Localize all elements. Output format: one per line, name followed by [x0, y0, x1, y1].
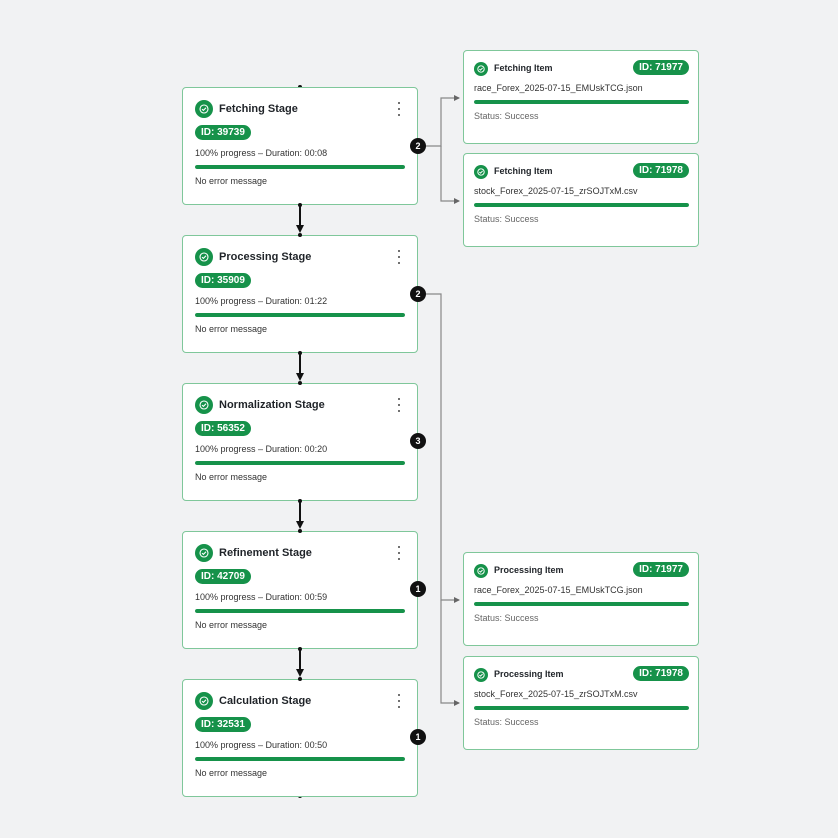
- progress-bar: [195, 757, 405, 761]
- check-circle-icon: [195, 692, 213, 710]
- item-count-badge[interactable]: 1: [410, 729, 426, 745]
- progress-fill: [474, 706, 689, 710]
- stage-title: Normalization Stage: [219, 399, 325, 411]
- item-filename: stock_Forex_2025-07-15_zrSOJTxM.csv: [474, 689, 638, 699]
- progress-fill: [195, 165, 405, 169]
- item-count-badge[interactable]: 2: [410, 286, 426, 302]
- progress-bar: [474, 100, 689, 104]
- stage-error-text: No error message: [195, 620, 268, 630]
- kebab-menu-icon[interactable]: [395, 102, 403, 116]
- item-filename: race_Forex_2025-07-15_EMUskTCG.json: [474, 585, 643, 595]
- item-title: Fetching Item: [494, 166, 553, 176]
- progress-fill: [195, 757, 405, 761]
- check-circle-icon: [474, 668, 488, 682]
- check-circle-icon: [195, 396, 213, 414]
- stage-port: [298, 529, 302, 533]
- stage-id-badge: ID: 56352: [195, 421, 251, 436]
- item-title: Processing Item: [494, 565, 564, 575]
- item-connector: [440, 600, 460, 706]
- item-title: Fetching Item: [494, 63, 553, 73]
- item-status: Status: Success: [474, 613, 539, 623]
- progress-fill: [474, 602, 689, 606]
- stage-card-refinement[interactable]: Refinement Stage ID: 42709 100% progress…: [182, 531, 418, 649]
- item-title: Processing Item: [494, 669, 564, 679]
- progress-fill: [195, 313, 405, 317]
- item-id-badge: ID: 71977: [633, 60, 689, 75]
- stage-card-processing[interactable]: Processing Stage ID: 35909 100% progress…: [182, 235, 418, 353]
- progress-bar: [195, 461, 405, 465]
- stage-port: [298, 677, 302, 681]
- stage-port: [298, 381, 302, 385]
- stage-error-text: No error message: [195, 324, 268, 334]
- stage-port: [298, 499, 302, 503]
- kebab-menu-icon[interactable]: [395, 250, 403, 264]
- stage-id-badge: ID: 35909: [195, 273, 251, 288]
- progress-bar: [474, 602, 689, 606]
- stage-title: Calculation Stage: [219, 695, 312, 707]
- progress-bar: [474, 706, 689, 710]
- progress-fill: [195, 461, 405, 465]
- progress-bar: [195, 165, 405, 169]
- item-connector: [440, 146, 460, 204]
- item-connector: [426, 293, 460, 603]
- stage-title: Refinement Stage: [219, 547, 312, 559]
- progress-fill: [195, 609, 405, 613]
- stage-id-badge: ID: 42709: [195, 569, 251, 584]
- stage-port: [298, 233, 302, 237]
- progress-fill: [474, 203, 689, 207]
- item-id-badge: ID: 71977: [633, 562, 689, 577]
- check-circle-icon: [474, 564, 488, 578]
- check-circle-icon: [195, 544, 213, 562]
- item-filename: race_Forex_2025-07-15_EMUskTCG.json: [474, 83, 643, 93]
- stage-title: Processing Stage: [219, 251, 312, 263]
- stage-card-fetching[interactable]: Fetching Stage ID: 39739 100% progress –…: [182, 87, 418, 205]
- item-count-badge[interactable]: 1: [410, 581, 426, 597]
- stage-id-badge: ID: 39739: [195, 125, 251, 140]
- kebab-menu-icon[interactable]: [395, 694, 403, 708]
- item-filename: stock_Forex_2025-07-15_zrSOJTxM.csv: [474, 186, 638, 196]
- item-card[interactable]: Processing Item ID: 71978 stock_Forex_20…: [463, 656, 699, 750]
- progress-bar: [195, 313, 405, 317]
- stage-error-text: No error message: [195, 768, 268, 778]
- stage-card-calculation[interactable]: Calculation Stage ID: 32531 100% progres…: [182, 679, 418, 797]
- stage-progress-text: 100% progress – Duration: 00:08: [195, 148, 328, 158]
- progress-bar: [474, 203, 689, 207]
- stage-progress-text: 100% progress – Duration: 01:22: [195, 296, 328, 306]
- stage-error-text: No error message: [195, 176, 268, 186]
- kebab-menu-icon[interactable]: [395, 398, 403, 412]
- item-card[interactable]: Fetching Item ID: 71977 race_Forex_2025-…: [463, 50, 699, 144]
- check-circle-icon: [474, 165, 488, 179]
- stage-error-text: No error message: [195, 472, 268, 482]
- item-card[interactable]: Fetching Item ID: 71978 stock_Forex_2025…: [463, 153, 699, 247]
- progress-fill: [474, 100, 689, 104]
- item-count-badge[interactable]: 2: [410, 138, 426, 154]
- stage-port: [298, 203, 302, 207]
- progress-bar: [195, 609, 405, 613]
- stage-port: [298, 647, 302, 651]
- stage-card-normalization[interactable]: Normalization Stage ID: 56352 100% progr…: [182, 383, 418, 501]
- stage-progress-text: 100% progress – Duration: 00:59: [195, 592, 328, 602]
- stage-title: Fetching Stage: [219, 103, 298, 115]
- stage-progress-text: 100% progress – Duration: 00:20: [195, 444, 328, 454]
- item-id-badge: ID: 71978: [633, 163, 689, 178]
- stage-id-badge: ID: 32531: [195, 717, 251, 732]
- item-count-badge[interactable]: 3: [410, 433, 426, 449]
- check-circle-icon: [195, 248, 213, 266]
- kebab-menu-icon[interactable]: [395, 546, 403, 560]
- item-status: Status: Success: [474, 214, 539, 224]
- stage-progress-text: 100% progress – Duration: 00:50: [195, 740, 328, 750]
- item-status: Status: Success: [474, 111, 539, 121]
- item-connector: [426, 95, 460, 147]
- check-circle-icon: [474, 62, 488, 76]
- check-circle-icon: [195, 100, 213, 118]
- stage-port: [298, 351, 302, 355]
- item-status: Status: Success: [474, 717, 539, 727]
- item-id-badge: ID: 71978: [633, 666, 689, 681]
- item-card[interactable]: Processing Item ID: 71977 race_Forex_202…: [463, 552, 699, 646]
